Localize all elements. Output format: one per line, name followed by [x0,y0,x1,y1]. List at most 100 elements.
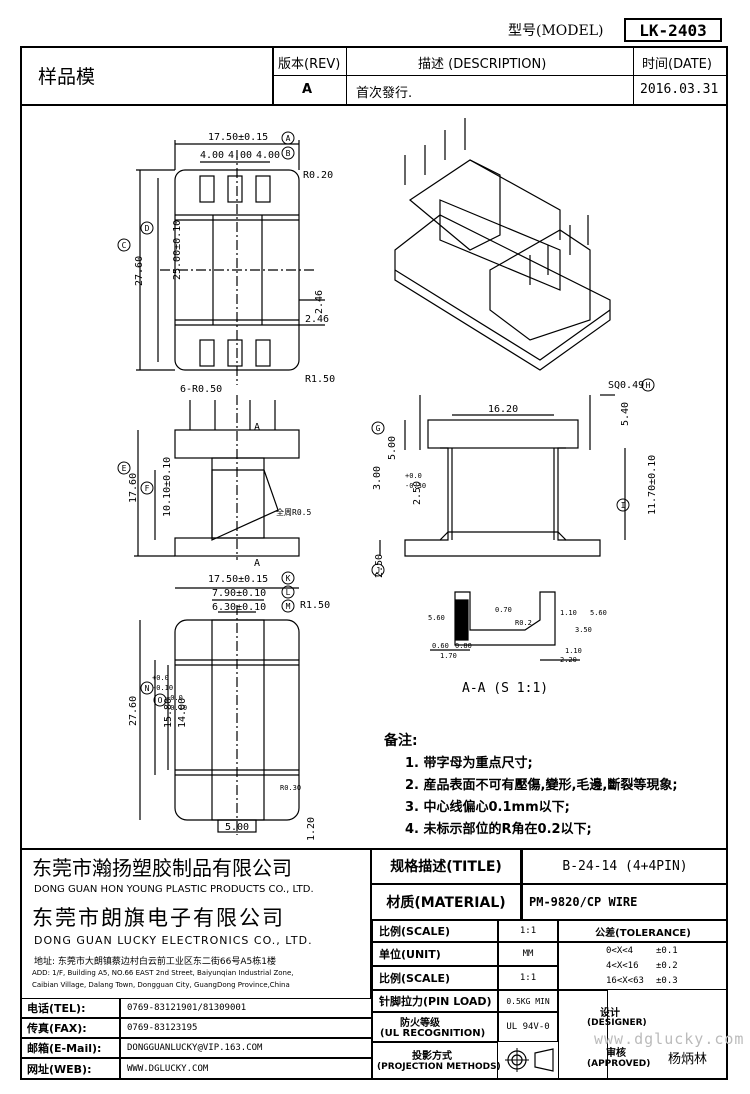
spec-ul-value: UL 94V-0 [498,1012,558,1042]
dim-front-a-bottom: A [254,558,260,569]
tolerance-table [558,942,728,990]
spec-title-label: 规格描述(TITLE) [372,848,522,884]
spec-ul-label-1: 防火等级 [400,1018,440,1029]
dim-bottom-6-30: 6.30±0.10 [212,602,266,613]
spec-ul-label-2: (UL RECOGNITION) [380,1028,486,1039]
company-name-2-en: DONG GUAN LUCKY ELECTRONICS CO., LTD. [34,934,313,947]
ref-l: L [286,588,291,597]
dim-bottom-slot-h: 1.20 [306,817,317,841]
sec-dim-4: 1.10 [560,609,577,617]
spec-designer-label-2: (DESIGNER) [587,1018,647,1028]
dim-front-core: 10.10±0.10 [162,457,173,517]
sec-dim-2: 0.70 [495,606,512,614]
dim-top-pitch-2: 4.00 [228,150,252,161]
sec-dim-3: R0.2 [515,619,532,627]
spec-scale2-value: 1:1 [498,966,558,990]
section-view [430,591,580,661]
company-address-en-2: Caibian Village, Dalang Town, Dongguan C… [32,981,290,989]
spec-title-value: B-24-14 (4+4PIN) [522,848,728,884]
company-name-1-en: DONG GUAN HON YOUNG PLASTIC PRODUCTS CO.… [34,884,314,895]
company-name-2: 东莞市朗旗电子有限公司 [32,906,285,930]
ref-e: E [122,464,127,473]
dim-top-width: 17.50±0.15 [208,132,268,143]
spec-proj-label-1: 投影方式 [412,1051,452,1062]
dim-bottom-slot: 5.00 [225,822,249,833]
note-2: 2. 産品表面不可有壓傷,變形,毛邊,斷裂等現象; [405,778,678,793]
dim-bottom-width: 17.50±0.15 [208,574,268,585]
dim-bottom-length: 27.60 [128,696,139,726]
tol-value-3: ±0.3 [656,976,678,986]
contact-tel-value: 0769-83121901/81309001 [120,998,372,1018]
dim-top-r1: R1.50 [305,374,335,385]
dim-side-sq: SQ0.49 [608,380,644,391]
spec-tolerance-label: 公差(TOLERANCE) [558,920,728,942]
model-label: 型号(MODEL) [508,23,604,39]
spec-scale-label: 比例(SCALE) [372,920,498,942]
dim-side-width: 16.20 [488,404,518,415]
desc-value: 首次發行. [356,86,413,101]
notes-title: 备注: [384,733,418,749]
dim-top-step-v: 2.46 [314,290,325,314]
date-value: 2016.03.31 [640,82,719,97]
dim-front-a-top: A [254,422,260,433]
tol-range-2: 4<X<16 [606,961,639,971]
dim-bottom-tol-1: +0.0 [152,674,169,682]
note-4: 4. 未标示部位的R角在0.2以下; [405,822,592,837]
spec-unit-value: MM [498,942,558,966]
ref-n: N [145,684,150,693]
spec-material-label: 材质(MATERIAL) [372,884,522,920]
spec-pinload-label: 针脚拉力(PIN LOAD) [372,990,498,1012]
ref-i: I [621,501,626,510]
sec-dim-5: 5.60 [590,609,607,617]
tol-value-2: ±0.2 [656,961,678,971]
rev-label: 版本(REV) [278,57,341,72]
dim-side-2-50: 2.50 [412,481,423,505]
spec-scale2-label: 比例(SCALE) [372,966,498,990]
sec-dim-10: 1.10 [565,647,582,655]
isometric-view [394,118,611,371]
contact-web-label: 网址(WEB): [20,1058,120,1080]
sec-dim-9: 1.70 [440,652,457,660]
ref-f: F [145,484,150,493]
tol-range-1: 0<X<4 [606,946,634,956]
dim-top-corner-r: 6-R0.50 [180,384,222,395]
spec-approved-label-1: 审核 [606,1048,626,1059]
watermark: www.dglucky.com [594,1030,745,1048]
dim-top-pitch-1: 4.00 [200,150,224,161]
dim-bottom-15-80: 15.80 [163,698,174,728]
spec-scale-value: 1:1 [498,920,558,942]
dim-bottom-14-00: 14.00 [177,698,188,728]
dim-bottom-r-small: R0.30 [280,784,301,792]
contact-email-label: 邮箱(E-Mail): [20,1038,120,1058]
sec-dim-6: 3.50 [575,626,592,634]
ref-j: J [376,566,381,575]
ref-k: K [286,574,291,583]
dim-front-r: 全周R0.5 [276,507,311,517]
sample-label: 样品模 [38,66,96,88]
front-view [134,395,300,560]
dim-bottom-tol-2: -0.10 [152,684,173,692]
dim-side-5-40: 5.40 [620,402,631,426]
dim-bottom-tol-4: -0.10 [166,704,187,712]
dim-top-radius: R0.20 [303,170,333,181]
dim-bottom-7-90: 7.90±0.10 [212,588,266,599]
note-1: 1. 带字母为重点尺寸; [405,756,533,771]
dim-front-height: 17.60 [128,473,139,503]
dim-side-3-00: 3.00 [372,466,383,490]
ref-a: A [286,134,291,143]
company-address-cn: 地址: 东莞市大朗镇蔡边村白云前工业区东二街66号A5栋1楼 [34,957,276,967]
dim-side-base: 2.50 [374,554,385,578]
dim-side-11-70: 11.70±0.10 [647,455,658,515]
dim-side-5-00: 5.00 [387,436,398,460]
spec-material-value: PM-9820/CP WIRE [522,884,728,920]
sec-dim-7: 0.60 [432,642,449,650]
tol-value-1: ±0.1 [656,946,678,956]
contact-tel-label: 电话(TEL): [20,998,120,1018]
contact-web-value: WWW.DGLUCKY.COM [120,1058,372,1080]
spec-approved-label-2: (APPROVED) [587,1059,651,1069]
company-address-en-1: ADD: 1/F, Building A5, NO.66 EAST 2nd St… [32,969,294,977]
dim-top-length: 27.60 [134,256,145,286]
spec-designer-label-1: 设计 [600,1008,620,1019]
sec-dim-8: 0.80 [455,642,472,650]
ref-c: C [122,241,127,250]
